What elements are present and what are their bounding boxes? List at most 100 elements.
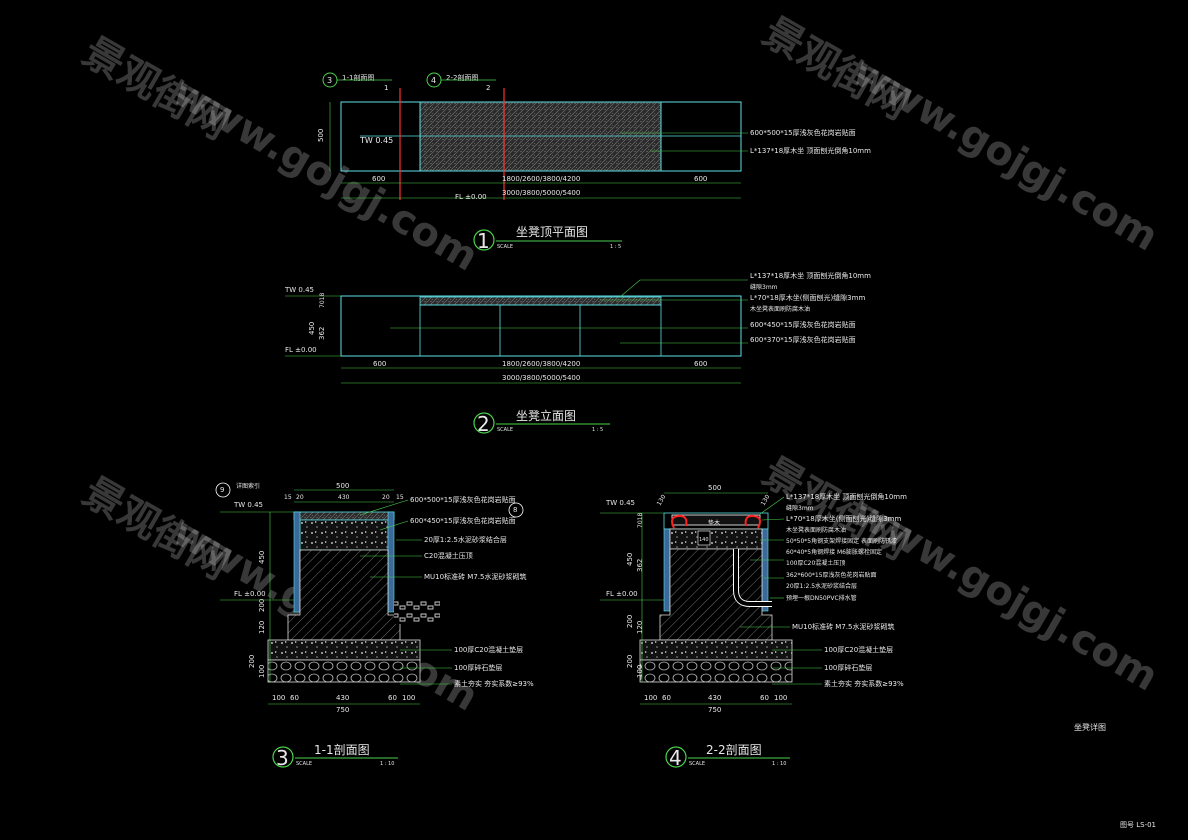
svg-text:FL ±0.00: FL ±0.00 bbox=[455, 193, 487, 201]
svg-text:SCALE: SCALE bbox=[497, 427, 513, 433]
section-2-view: 垫木 140 TW 0.45 FL ±0.00 500 130 130 450 … bbox=[600, 484, 907, 770]
s1-cap bbox=[293, 511, 395, 521]
s2-concrete-base bbox=[639, 639, 793, 661]
svg-text:3000/3800/5000/5400: 3000/3800/5000/5400 bbox=[502, 189, 580, 197]
s1-concrete-base bbox=[267, 639, 421, 661]
svg-text:4: 4 bbox=[669, 746, 682, 770]
plan-notes: 600*500*15厚浅灰色花岗岩贴面 L*137*18厚木坐 顶面刨光倒角10… bbox=[620, 128, 871, 155]
s1-title-block: 3 1-1剖面图 SCALE 1 : 10 bbox=[272, 743, 398, 770]
svg-text:200: 200 bbox=[626, 655, 634, 668]
svg-text:L*137*18厚木坐 顶面刨光倒角10mm: L*137*18厚木坐 顶面刨光倒角10mm bbox=[750, 146, 871, 155]
s1-brick-body bbox=[287, 549, 401, 641]
svg-text:1: 1 bbox=[477, 229, 490, 253]
svg-text:750: 750 bbox=[336, 706, 349, 714]
svg-text:2: 2 bbox=[486, 84, 490, 92]
svg-text:4: 4 bbox=[431, 76, 436, 85]
svg-text:200: 200 bbox=[248, 655, 256, 668]
svg-text:500: 500 bbox=[336, 482, 349, 490]
svg-text:100厚碎石垫层: 100厚碎石垫层 bbox=[824, 663, 872, 672]
svg-text:362*600*15厚浅灰色花岗岩贴面: 362*600*15厚浅灰色花岗岩贴面 bbox=[786, 571, 877, 579]
svg-text:120: 120 bbox=[258, 621, 266, 634]
svg-text:100: 100 bbox=[636, 665, 644, 678]
svg-text:FL ±0.00: FL ±0.00 bbox=[606, 590, 638, 598]
svg-text:L*137*18厚木坐 顶面刨光倒角10mm: L*137*18厚木坐 顶面刨光倒角10mm bbox=[786, 492, 907, 501]
plan-dim-height: 500 bbox=[317, 129, 325, 142]
svg-text:600*450*15厚浅灰色花岗岩贴面: 600*450*15厚浅灰色花岗岩贴面 bbox=[410, 516, 516, 525]
svg-text:1 : 5: 1 : 5 bbox=[592, 427, 603, 433]
svg-text:600*450*15厚浅灰色花岗岩贴面: 600*450*15厚浅灰色花岗岩贴面 bbox=[750, 320, 856, 329]
svg-text:1: 1 bbox=[384, 84, 388, 92]
s2-brick-body bbox=[659, 548, 773, 641]
svg-text:20厚1:2.5水泥砂浆结合层: 20厚1:2.5水泥砂浆结合层 bbox=[424, 535, 507, 544]
s2-red-bracket-left bbox=[671, 514, 688, 529]
s1-concrete-top bbox=[299, 519, 389, 551]
s2-title-block: 4 2-2剖面图 SCALE 1 : 10 bbox=[665, 743, 790, 770]
svg-text:600*500*15厚浅灰色花岗岩贴面: 600*500*15厚浅灰色花岗岩贴面 bbox=[750, 128, 856, 137]
svg-text:130: 130 bbox=[760, 493, 772, 507]
svg-text:TW 0.45: TW 0.45 bbox=[605, 499, 635, 507]
svg-text:2: 2 bbox=[477, 412, 490, 436]
svg-text:60: 60 bbox=[760, 694, 769, 702]
svg-text:7018: 7018 bbox=[319, 293, 326, 308]
svg-text:430: 430 bbox=[708, 694, 721, 702]
svg-text:600: 600 bbox=[694, 360, 707, 368]
watermark-url: www.gojgj.com bbox=[165, 69, 486, 281]
svg-text:素土夯实 夯实系数≥93%: 素土夯实 夯实系数≥93% bbox=[824, 679, 904, 688]
svg-text:450: 450 bbox=[308, 322, 316, 335]
svg-text:9: 9 bbox=[220, 486, 224, 494]
svg-text:100厚C20混凝土压顶: 100厚C20混凝土压顶 bbox=[786, 559, 845, 567]
svg-text:SCALE: SCALE bbox=[296, 761, 312, 767]
svg-text:木坐凳表面刷防腐木油: 木坐凳表面刷防腐木油 bbox=[750, 305, 810, 313]
watermark-url: www.gojgj.com bbox=[845, 49, 1166, 261]
svg-text:600: 600 bbox=[373, 360, 386, 368]
svg-text:7018: 7018 bbox=[637, 513, 644, 528]
svg-text:450: 450 bbox=[626, 553, 634, 566]
svg-text:50*50*5角钢支架焊接固定 表面刷防锈漆: 50*50*5角钢支架焊接固定 表面刷防锈漆 bbox=[786, 537, 897, 545]
svg-text:140: 140 bbox=[699, 537, 709, 543]
svg-text:200: 200 bbox=[626, 615, 634, 628]
svg-text:100: 100 bbox=[402, 694, 415, 702]
svg-text:100厚C20混凝土垫层: 100厚C20混凝土垫层 bbox=[454, 645, 523, 654]
s1-dimensions: 500 15 20 430 20 15 450 200 120 200 100 … bbox=[248, 482, 420, 714]
svg-text:20: 20 bbox=[382, 494, 390, 501]
s2-notes: L*137*18厚木坐 顶面刨光倒角10mm 缝隙3mm L*70*18厚木坐(… bbox=[740, 492, 907, 688]
svg-text:100: 100 bbox=[258, 665, 266, 678]
plan-tw-label: TW 0.45 bbox=[359, 136, 393, 145]
svg-text:1 : 10: 1 : 10 bbox=[772, 761, 786, 767]
svg-text:SCALE: SCALE bbox=[689, 761, 705, 767]
svg-text:TW 0.45: TW 0.45 bbox=[284, 286, 314, 294]
svg-text:L*70*18厚木坐(侧面刨光)缝隙3mm: L*70*18厚木坐(侧面刨光)缝隙3mm bbox=[786, 514, 901, 523]
s2-dimensions: 500 130 130 450 362 7018 200 120 200 100… bbox=[626, 484, 792, 714]
cut-marker-1: 3 1-1剖面图 1 bbox=[322, 72, 392, 92]
s2-concrete-top bbox=[669, 528, 763, 550]
svg-text:1800/2600/3800/4200: 1800/2600/3800/4200 bbox=[502, 360, 580, 368]
svg-text:木坐凳表面刷防腐木油: 木坐凳表面刷防腐木油 bbox=[786, 526, 846, 534]
svg-text:430: 430 bbox=[336, 694, 349, 702]
svg-text:600: 600 bbox=[372, 175, 385, 183]
s1-notes: 600*500*15厚浅灰色花岗岩贴面 600*450*15厚浅灰色花岗岩贴面 … bbox=[359, 495, 534, 688]
elevation-view: TW 0.45 FL ±0.00 450 362 7018 600 1800/2… bbox=[284, 271, 871, 436]
plan-granite-panel bbox=[419, 101, 662, 172]
svg-text:430: 430 bbox=[338, 494, 350, 501]
sheet-code: 图号 LS-01 bbox=[1120, 821, 1156, 829]
svg-text:L*137*18厚木坐 顶面刨光倒角10mm: L*137*18厚木坐 顶面刨光倒角10mm bbox=[750, 271, 871, 280]
svg-text:100厚碎石垫层: 100厚碎石垫层 bbox=[454, 663, 502, 672]
svg-text:100: 100 bbox=[272, 694, 285, 702]
plan-view: 3 1-1剖面图 1 4 2-2剖面图 2 TW 0.45 500 600 18… bbox=[317, 72, 871, 253]
svg-text:预埋一根DN50PVC排水管: 预埋一根DN50PVC排水管 bbox=[786, 594, 857, 602]
svg-text:FL ±0.00: FL ±0.00 bbox=[285, 346, 317, 354]
svg-text:60: 60 bbox=[662, 694, 671, 702]
svg-text:FL ±0.00: FL ±0.00 bbox=[234, 590, 266, 598]
svg-text:362: 362 bbox=[636, 559, 644, 572]
svg-text:L*70*18厚木坐(侧面刨光)缝隙3mm: L*70*18厚木坐(侧面刨光)缝隙3mm bbox=[750, 293, 865, 302]
svg-text:20: 20 bbox=[296, 494, 304, 501]
svg-text:1 : 5: 1 : 5 bbox=[610, 244, 621, 250]
plan-dimensions: 600 1800/2600/3800/4200 600 3000/3800/50… bbox=[341, 175, 741, 201]
plan-title-block: 1 坐凳顶平面图 SCALE 1 : 5 bbox=[473, 224, 622, 253]
svg-text:缝隙3mm: 缝隙3mm bbox=[750, 283, 778, 291]
svg-text:100: 100 bbox=[774, 694, 787, 702]
svg-text:1-1剖面图: 1-1剖面图 bbox=[342, 73, 374, 82]
svg-text:素土夯实 夯实系数≥93%: 素土夯实 夯实系数≥93% bbox=[454, 679, 534, 688]
svg-text:100: 100 bbox=[644, 694, 657, 702]
